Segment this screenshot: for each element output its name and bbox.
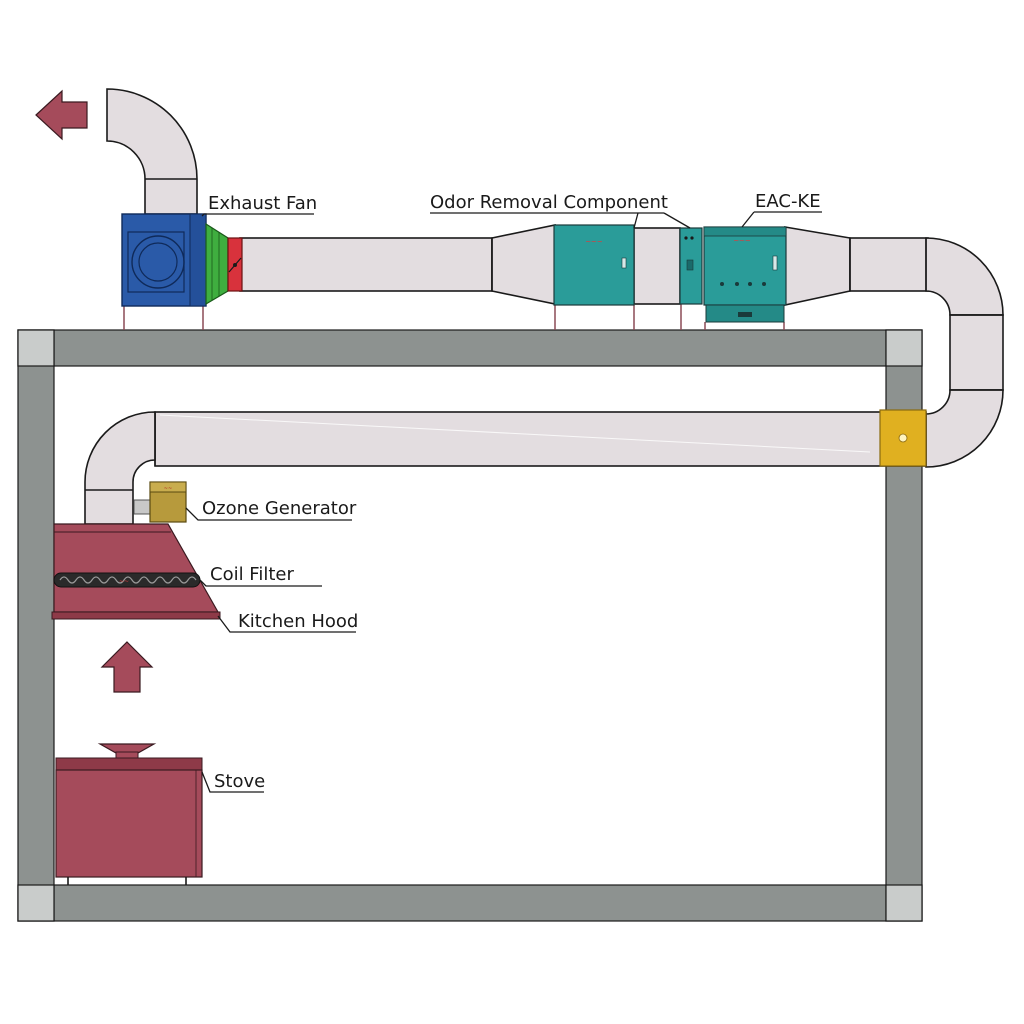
- label-stove: Stove: [201, 771, 265, 793]
- corner-top-left: [17, 329, 55, 367]
- left-wall: [17, 329, 55, 922]
- flex-connector: [205, 222, 229, 306]
- kitchen-hood: ~~: [51, 523, 221, 620]
- fan-impeller-icon: [131, 235, 185, 289]
- exhaust-fan: [121, 213, 243, 330]
- corner-bottom-left: [17, 884, 55, 922]
- svg-text:Exhaust Fan: Exhaust Fan: [208, 193, 317, 214]
- odor-removal-unit: ~~~: [553, 224, 635, 330]
- outlet-elbow-duct: [106, 88, 198, 215]
- svg-text:Stove: Stove: [214, 771, 265, 792]
- stove: [55, 743, 203, 885]
- right-riser-duct: [925, 237, 1004, 468]
- roof-wall: [17, 329, 923, 367]
- eac-ke-unit: ~~~: [679, 226, 787, 330]
- ozone-generator: ~~: [133, 481, 187, 523]
- svg-text:~~~: ~~~: [733, 237, 751, 245]
- interior-duct: [84, 411, 927, 525]
- exhaust-outlet-arrow: [35, 89, 88, 141]
- corner-bottom-right: [885, 884, 923, 922]
- label-eac-ke: EAC-KE: [741, 191, 822, 228]
- corner-top-right: [885, 329, 923, 367]
- rising-air-arrow: [100, 641, 154, 693]
- label-kitchen-hood: Kitchen Hood: [217, 611, 358, 633]
- svg-text:~~~: ~~~: [585, 238, 603, 246]
- svg-text:Kitchen Hood: Kitchen Hood: [238, 611, 358, 632]
- svg-text:Coil Filter: Coil Filter: [210, 564, 294, 585]
- svg-text:Odor Removal Component: Odor Removal Component: [430, 192, 668, 213]
- svg-text:~~: ~~: [119, 578, 129, 585]
- label-ozone-generator: Ozone Generator: [185, 498, 357, 521]
- svg-text:~~: ~~: [164, 486, 172, 492]
- label-exhaust-fan: Exhaust Fan: [201, 193, 317, 217]
- svg-text:EAC-KE: EAC-KE: [755, 191, 821, 212]
- fire-damper: [879, 409, 927, 467]
- label-odor-removal: Odor Removal Component: [430, 192, 691, 229]
- hood-base-lip: [51, 611, 221, 620]
- label-coil-filter: Coil Filter: [199, 564, 322, 587]
- svg-text:Ozone Generator: Ozone Generator: [202, 498, 357, 519]
- floor-wall: [17, 884, 923, 922]
- building-frame: [17, 329, 923, 922]
